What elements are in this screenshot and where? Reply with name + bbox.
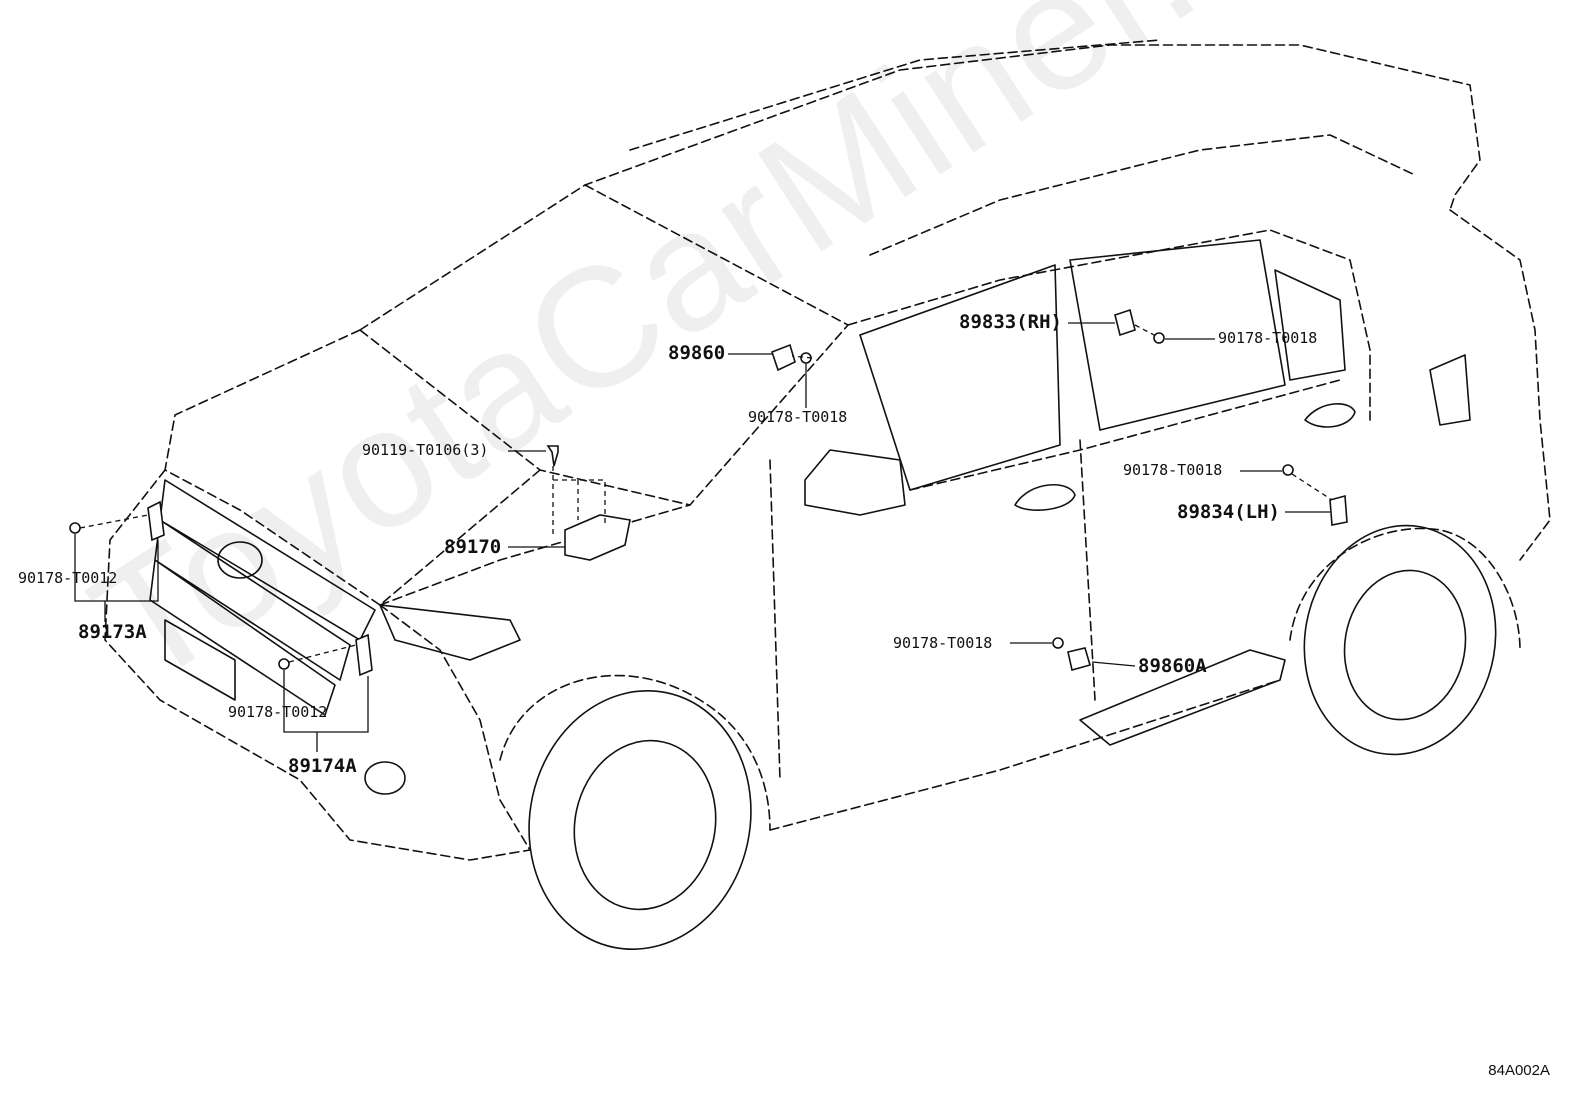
part-label-89833-rh[interactable]: 89833(RH) [959, 311, 1062, 333]
roof-line [359, 44, 1481, 331]
front-door-window [859, 264, 1061, 491]
side-window-lower [909, 379, 1341, 491]
front-wheel [528, 690, 752, 950]
sensor-89860a-icon [1067, 647, 1091, 671]
door-line-mid [1079, 439, 1096, 701]
sill [769, 679, 1281, 831]
dashed-leader [553, 479, 606, 525]
nut-icon [1282, 464, 1294, 476]
sensor-89834-icon [1329, 494, 1348, 526]
leader-bracket [283, 670, 369, 733]
dashed-leader [288, 644, 357, 663]
part-label-90178-t0012[interactable]: 90178-T0012 [228, 703, 328, 721]
license-plate [164, 619, 236, 701]
nut-icon [1052, 637, 1064, 649]
part-label-90178-t0018[interactable]: 90178-T0018 [748, 408, 848, 426]
part-label-90178-t0018[interactable]: 90178-T0018 [1123, 461, 1223, 479]
rear-door-window [1069, 239, 1286, 431]
part-label-89174a[interactable]: 89174A [288, 755, 357, 777]
front-wheel-arch [499, 674, 771, 831]
nut-icon [1153, 332, 1165, 344]
sensor-89173a-icon [147, 500, 165, 542]
rear-body [1449, 209, 1551, 561]
airbag-sensor-assembly-icon [564, 514, 631, 561]
part-label-90178-t0018[interactable]: 90178-T0018 [893, 634, 993, 652]
nut-icon [69, 522, 81, 534]
part-label-89860a[interactable]: 89860A [1138, 655, 1207, 677]
rear-wheel-arch [1289, 527, 1521, 651]
sensor-89833-icon [1114, 308, 1136, 337]
leader-bracket [74, 534, 159, 602]
rear-door-handle [1304, 403, 1356, 428]
door-line-front [769, 459, 781, 781]
hood [164, 329, 541, 606]
leader-line [1091, 661, 1136, 667]
dashed-leader [791, 355, 813, 359]
toyota-emblem [217, 541, 263, 579]
roof-rail-right [869, 134, 1416, 256]
part-label-90178-t0012[interactable]: 90178-T0012 [18, 569, 118, 587]
rear-quarter-window [1274, 269, 1346, 381]
front-fender [379, 604, 531, 851]
part-label-89173a[interactable]: 89173A [78, 621, 147, 643]
part-label-90178-t0018[interactable]: 90178-T0018 [1218, 329, 1318, 347]
bolt-icon [546, 445, 559, 467]
tail-light [1429, 354, 1471, 426]
nut-icon [278, 658, 290, 670]
sensor-89860-icon [771, 343, 796, 372]
fog-light [364, 761, 406, 795]
rear-wheel-hub [1343, 569, 1467, 721]
dashed-leader [79, 514, 149, 529]
front-bumper [104, 469, 531, 861]
part-label-90119-t0106[interactable]: 90119-T0106(3) [362, 441, 489, 459]
rear-wheel [1303, 524, 1497, 756]
front-wheel-hub [573, 739, 717, 911]
front-door-handle [1014, 484, 1076, 511]
headlight [379, 604, 521, 661]
side-body [847, 229, 1371, 421]
dashed-leader [1291, 473, 1333, 501]
sensor-89174a-icon [355, 633, 373, 677]
side-mirror [804, 449, 906, 516]
part-label-89170[interactable]: 89170 [444, 536, 502, 558]
roof-rail-left [629, 39, 1161, 151]
diagram-code: 84A002A [1488, 1062, 1550, 1079]
running-board [1079, 649, 1286, 746]
part-label-89860[interactable]: 89860 [668, 342, 726, 364]
part-label-89834-lh[interactable]: 89834(LH) [1177, 501, 1280, 523]
dashed-leader [1134, 324, 1157, 337]
